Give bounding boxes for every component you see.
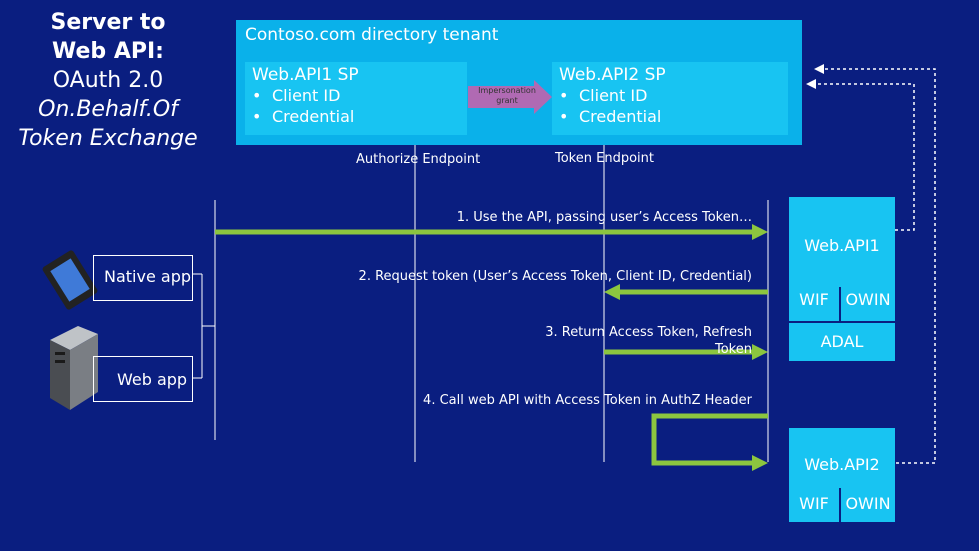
webapi1-service-principal: Web.API1 SP •Client ID •Credential — [245, 62, 467, 135]
title-line-1: Server to — [50, 10, 166, 35]
title-line-2: Web API: — [52, 39, 164, 64]
token-endpoint-label: Token Endpoint — [555, 151, 654, 166]
webapi1-box — [789, 197, 895, 287]
phone-icon — [42, 250, 98, 310]
sp2-item-credential: •Credential — [559, 107, 662, 126]
webapi1-owin: OWIN — [841, 287, 895, 321]
step1-label: 1. Use the API, passing user’s Access To… — [456, 210, 752, 225]
native-app-label: Native app — [104, 267, 192, 286]
sp2-item-client-id: •Client ID — [559, 86, 648, 105]
webapi1-wif: WIF — [789, 287, 839, 321]
step3-label: 3. Return Access Token, Refresh Token — [545, 325, 752, 357]
tenant-title: Contoso.com directory tenant — [245, 25, 499, 45]
step4-label: 4. Call web API with Access Token in Aut… — [423, 393, 752, 408]
title-line-3: OAuth 2.0 — [52, 68, 164, 93]
impersonation-grant-label: Impersonation grant — [478, 86, 536, 105]
webapi1-title: Web.API1 — [804, 236, 880, 255]
webapi2-service-principal: Web.API2 SP •Client ID •Credential — [552, 62, 788, 135]
sp1-item-credential: •Credential — [252, 107, 355, 126]
webapi2-wif: WIF — [789, 488, 839, 522]
server-icon — [50, 326, 98, 410]
webapi2-owin: OWIN — [841, 488, 895, 522]
web-app-box[interactable]: Web app — [93, 356, 193, 402]
webapi2-box — [789, 428, 895, 488]
sp2-title: Web.API2 SP — [559, 65, 666, 85]
step2-label: 2. Request token (User’s Access Token, C… — [358, 269, 752, 284]
sp1-title: Web.API1 SP — [252, 65, 359, 85]
diagram-title: Server to Web API: OAuth 2.0 On.Behalf.O… — [8, 8, 208, 153]
webapi1-adal: ADAL — [789, 323, 895, 361]
webapi1-to-tenant-dotted — [806, 79, 915, 231]
title-line-5: Token Exchange — [18, 126, 198, 151]
authorize-endpoint-label: Authorize Endpoint — [356, 152, 481, 167]
impersonation-grant-arrow — [468, 80, 552, 114]
web-app-label: Web app — [117, 370, 188, 389]
sp1-item-client-id: •Client ID — [252, 86, 341, 105]
step4-arrow — [651, 413, 768, 466]
title-line-4: On.Behalf.Of — [38, 97, 178, 122]
native-app-box[interactable]: Native app — [93, 255, 193, 301]
webapi2-title: Web.API2 — [804, 455, 880, 474]
webapi2-to-tenant-dotted — [814, 64, 936, 464]
